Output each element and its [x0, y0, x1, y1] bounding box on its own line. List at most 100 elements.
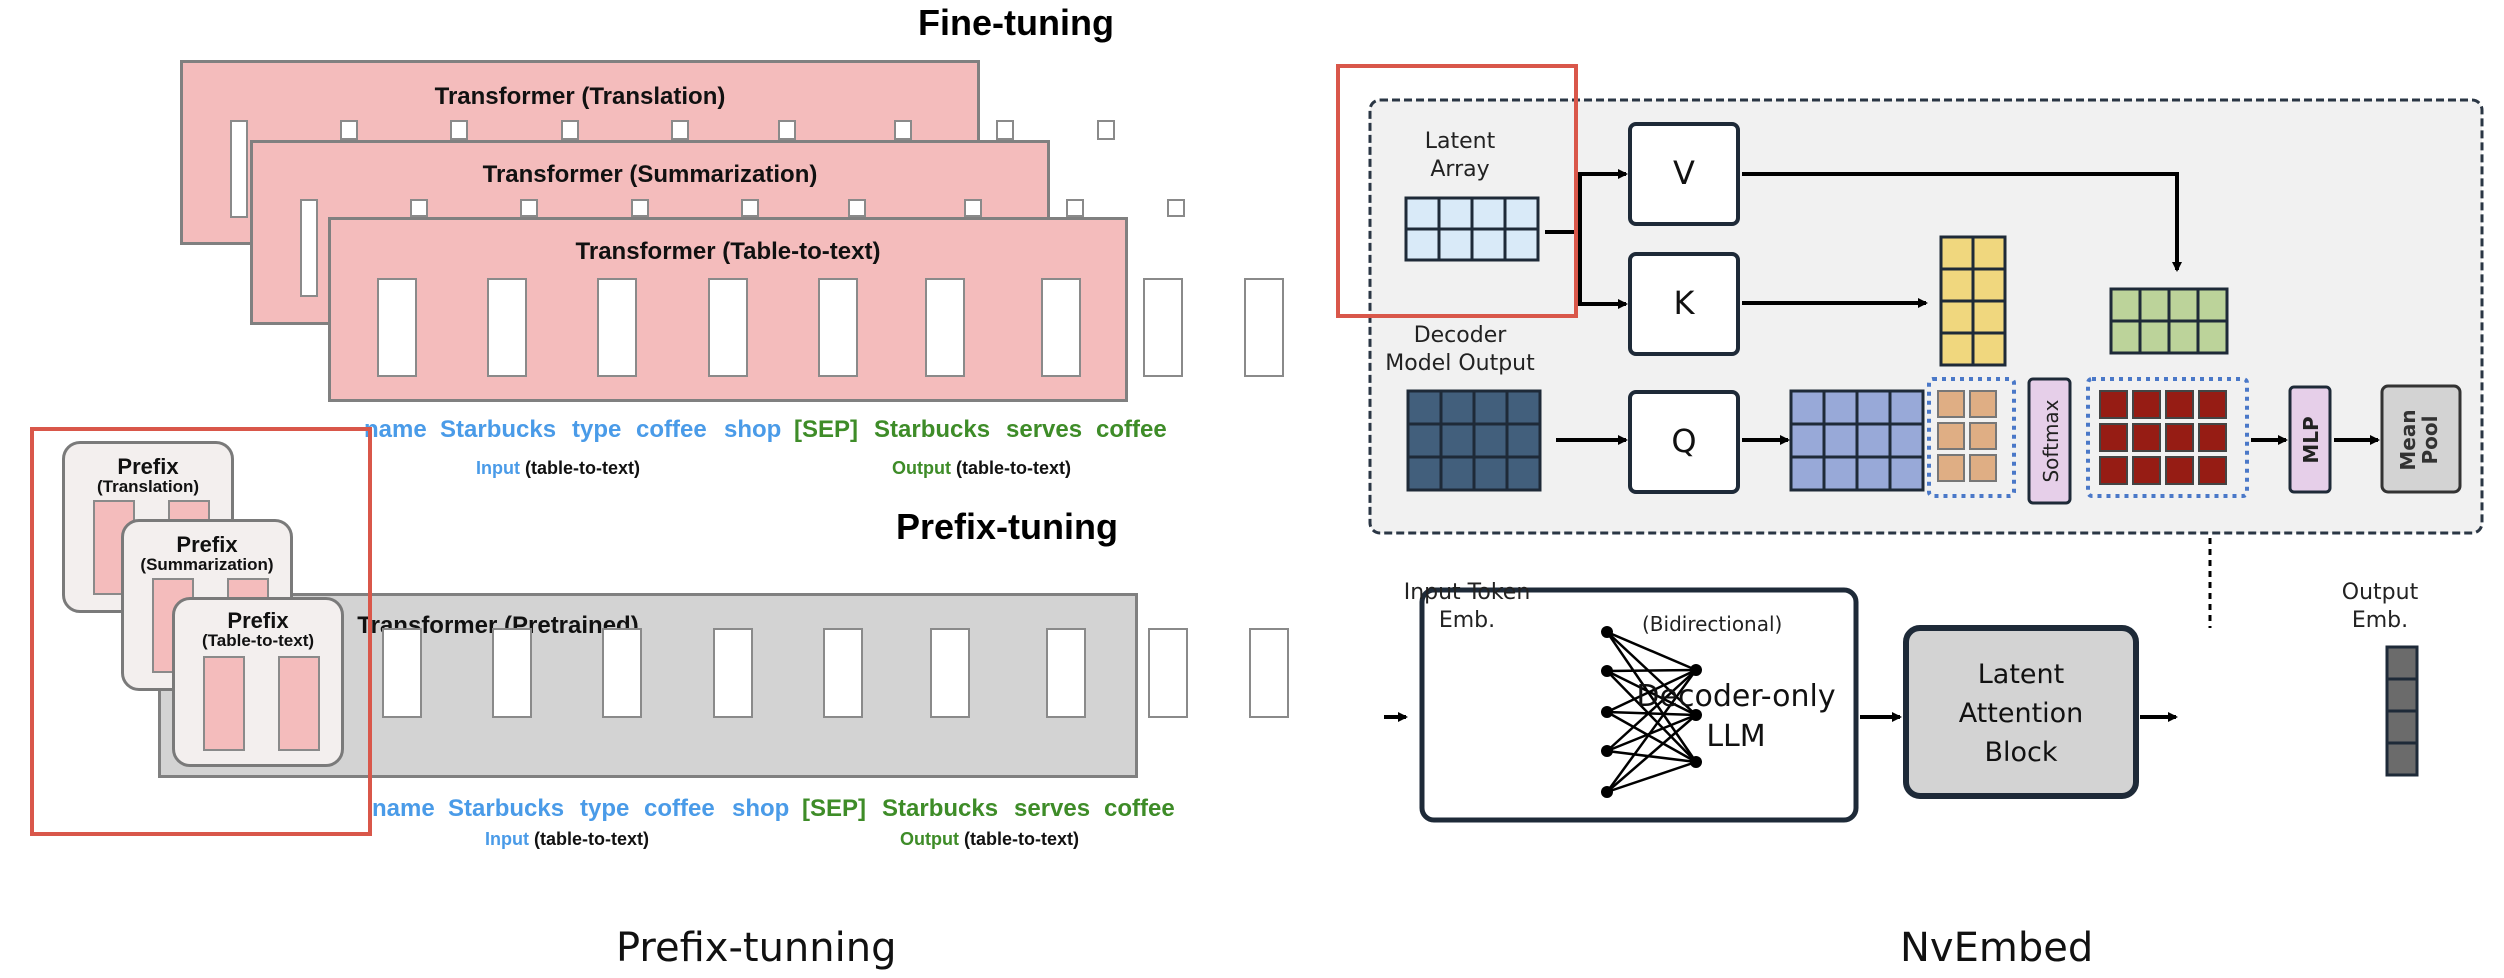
token-slot: [964, 199, 983, 217]
grid-cell: [1822, 455, 1859, 492]
grid-cell: [1969, 422, 1997, 450]
token: Starbucks: [874, 416, 991, 443]
grid-cell: [2167, 319, 2200, 355]
grid-cell: [1472, 389, 1509, 426]
token: coffee: [636, 416, 707, 443]
nn-node: [1690, 709, 1702, 721]
prefix-tuning-header: Prefix-tuning: [896, 506, 1118, 547]
token: coffee: [644, 795, 715, 822]
nn-edge: [1606, 668, 1697, 714]
token: Starbucks: [882, 795, 999, 822]
grid-cell: [2132, 390, 2161, 419]
token-slot: [377, 278, 417, 377]
arrow-v-to-value: [1742, 172, 2182, 272]
output-label: Output: [892, 458, 951, 478]
task-label: (table-to-text): [525, 458, 640, 478]
token: type: [580, 795, 630, 822]
token-slot: [560, 120, 579, 140]
token-slot: [1249, 628, 1290, 718]
token-slot: [410, 199, 429, 217]
grid-cell: [1969, 454, 1997, 482]
grid-cell: [2167, 287, 2200, 323]
grid-cell: [2132, 423, 2161, 452]
token: serves: [1006, 416, 1083, 443]
token: name: [372, 795, 435, 822]
prefix-task: (Table-to-text): [201, 631, 315, 650]
grid-cell: [2196, 287, 2229, 323]
grid-cell: [1971, 331, 2007, 367]
token: Starbucks: [440, 416, 557, 443]
token: [SEP]: [802, 795, 867, 822]
token-slot: [670, 120, 689, 140]
value-grid: [2109, 287, 2229, 355]
nn-node: [1601, 665, 1613, 677]
token-slot: [1041, 278, 1082, 377]
k-box: [1628, 252, 1740, 356]
nn-edge: [1606, 630, 1697, 672]
key-grid: [1939, 235, 2007, 367]
input-caption-prefix-tuning: Input (table-to-text): [485, 829, 649, 850]
q-box: [1628, 390, 1740, 494]
input-label: Input: [485, 829, 529, 849]
nn-edge: [1606, 749, 1697, 764]
token-slot: [597, 278, 638, 377]
grid-cell: [1939, 235, 1975, 271]
decoder-output-grid: [1406, 389, 1542, 492]
decoder-label-line1: Decoder: [1413, 323, 1507, 348]
output-caption-prefix-tuning: Output (table-to-text): [900, 829, 1079, 850]
nn-edge: [1606, 669, 1697, 717]
grid-cell: [2099, 423, 2128, 452]
nn-edge: [1606, 710, 1697, 764]
grid-cell: [1822, 422, 1859, 459]
grid-cell: [2132, 456, 2161, 485]
token-slot: [1142, 278, 1183, 377]
token-slot: [1046, 628, 1087, 718]
grid-cell: [1789, 389, 1826, 426]
grid-cell: [1888, 389, 1925, 426]
v-box: [1628, 122, 1740, 226]
fine-tuning-header: Fine-tuning: [918, 2, 1114, 43]
grid-cell: [2198, 390, 2227, 419]
token-slot: [930, 628, 971, 718]
token-slot: [1065, 199, 1084, 217]
output-emb-line1: Output: [2341, 580, 2419, 605]
token-slot: [230, 120, 248, 218]
nn-edge: [1605, 631, 1698, 763]
token: coffee: [1096, 416, 1167, 443]
nn-edge: [1606, 710, 1697, 717]
latent-block-label-1: Latent: [1978, 659, 2064, 690]
transformer-table-to-text-title: Transformer (Table-to-text): [575, 238, 881, 265]
grid-cell: [1937, 390, 1965, 418]
score-grid: [1937, 390, 1997, 482]
nn-edge: [1606, 714, 1697, 793]
output-emb-line2: Emb.: [2351, 608, 2409, 633]
token-slot: [817, 278, 858, 377]
input-token-line2: Emb.: [1438, 608, 1496, 633]
latent-block-label-2: Attention: [1959, 698, 2084, 729]
token: type: [572, 416, 622, 443]
token-slot: [712, 628, 753, 718]
softmax-label: Softmax: [2039, 399, 2063, 482]
token-slot: [1244, 278, 1285, 377]
grid-cell: [1503, 196, 1540, 231]
token-slot: [995, 120, 1014, 140]
bidirectional-label: (Bidirectional): [1642, 612, 1782, 636]
grid-cell: [2198, 423, 2227, 452]
token-slot: [1167, 199, 1186, 217]
transformer-translation-title: Transformer (Translation): [434, 83, 726, 110]
nn-node: [1601, 706, 1613, 718]
grid-cell: [1472, 455, 1509, 492]
grid-cell: [1888, 422, 1925, 459]
prefix-title: Prefix: [176, 532, 238, 557]
token-slot: [630, 199, 649, 217]
grid-cell: [1505, 389, 1542, 426]
prefix-title: Prefix: [117, 454, 179, 479]
embedding-cell: [2385, 677, 2419, 713]
grid-cell: [1406, 389, 1443, 426]
prefix-table-to-text: Prefix (Table-to-text): [172, 597, 344, 767]
query-grid: [1789, 389, 1925, 492]
grid-cell: [1888, 455, 1925, 492]
nn-edge: [1606, 760, 1697, 794]
